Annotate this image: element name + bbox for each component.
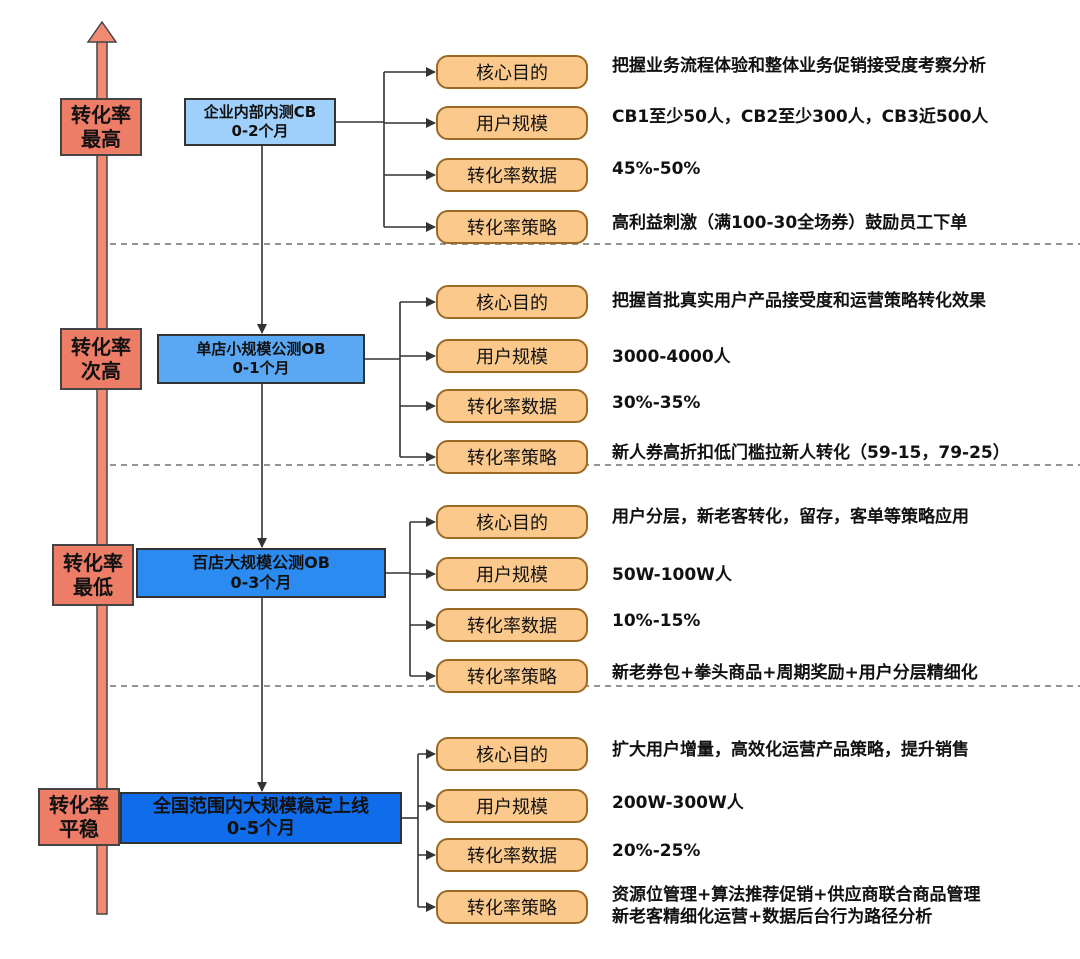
- attribute-pill: 核心目的: [436, 285, 588, 319]
- attribute-value-line: 50W-100W人: [612, 565, 732, 585]
- attribute-value-line: 扩大用户增量，高效化运营产品策略，提升销售: [612, 740, 969, 760]
- attribute-value-line: 用户分层，新老客转化，留存，客单等策略应用: [612, 507, 969, 527]
- attribute-pill: 转化率数据: [436, 389, 588, 423]
- attribute-value-line: 3000-4000人: [612, 347, 731, 367]
- attribute-value-line: 10%-15%: [612, 611, 701, 631]
- tag-line: 最高: [81, 127, 121, 151]
- attribute-pill: 用户规模: [436, 106, 588, 140]
- conversion-level-tag: 转化率平稳: [38, 788, 120, 846]
- conversion-axis: [86, 20, 118, 915]
- attribute-pill: 转化率数据: [436, 158, 588, 192]
- tag-line: 转化率: [71, 335, 131, 359]
- attribute-value: CB1至少50人，CB2至少300人，CB3近500人: [612, 106, 988, 128]
- attribute-value: 10%-15%: [612, 610, 700, 632]
- attribute-pill: 核心目的: [436, 737, 588, 771]
- attribute-value-line: 资源位管理+算法推荐促销+供应商联合商品管理: [612, 885, 981, 905]
- tag-line: 次高: [81, 359, 121, 383]
- attribute-pill: 用户规模: [436, 339, 588, 373]
- tag-line: 转化率: [63, 551, 123, 575]
- attribute-value: 200W-300W人: [612, 792, 744, 814]
- attribute-value-line: CB1至少50人，CB2至少300人，CB3近500人: [612, 107, 989, 127]
- stage-title: 百店大规模公测OB: [192, 553, 330, 572]
- tag-line: 转化率: [49, 793, 109, 817]
- attribute-pill: 转化率策略: [436, 440, 588, 474]
- conversion-level-tag: 转化率最低: [52, 544, 134, 606]
- attribute-value-line: 200W-300W人: [612, 793, 744, 813]
- attribute-pill: 转化率策略: [436, 890, 588, 924]
- attribute-pill: 用户规模: [436, 789, 588, 823]
- attribute-value: 高利益刺激（满100-30全场券）鼓励员工下单: [612, 212, 967, 234]
- stage-title: 企业内部内测CB: [203, 103, 317, 122]
- attribute-pill: 转化率数据: [436, 608, 588, 642]
- attribute-value: 资源位管理+算法推荐促销+供应商联合商品管理新老客精细化运营+数据后台行为路径分…: [612, 884, 981, 928]
- attribute-pill: 用户规模: [436, 557, 588, 591]
- attribute-value-line: 20%-25%: [612, 841, 701, 861]
- connector-lines: [257, 67, 436, 912]
- tag-line: 平稳: [59, 817, 99, 841]
- attribute-value-line: 新老客精细化运营+数据后台行为路径分析: [612, 907, 933, 928]
- attribute-value: 把握首批真实用户产品接受度和运营策略转化效果: [612, 290, 986, 312]
- attribute-value-line: 把握首批真实用户产品接受度和运营策略转化效果: [612, 291, 986, 311]
- attribute-value: 45%-50%: [612, 158, 700, 180]
- axis-shaft: [96, 39, 108, 915]
- attribute-value-line: 45%-50%: [612, 159, 701, 179]
- attribute-value-line: 新人券高折扣低门槛拉新人转化（59-15，79-25）: [612, 443, 1010, 463]
- attribute-pill: 核心目的: [436, 55, 588, 89]
- attribute-value: 50W-100W人: [612, 564, 732, 586]
- attribute-value: 30%-35%: [612, 392, 700, 414]
- attribute-value: 新老券包+拳头商品+周期奖励+用户分层精细化: [612, 662, 978, 684]
- attribute-value-line: 30%-35%: [612, 393, 701, 413]
- attribute-pill: 转化率策略: [436, 659, 588, 693]
- attribute-pill: 转化率策略: [436, 210, 588, 244]
- stage-title: 单店小规模公测OB: [196, 340, 326, 359]
- attribute-value: 新人券高折扣低门槛拉新人转化（59-15，79-25）: [612, 442, 1010, 464]
- attribute-value: 把握业务流程体验和整体业务促销接受度考察分析: [612, 55, 986, 77]
- attribute-value: 3000-4000人: [612, 346, 731, 368]
- stage-duration: 0-2个月: [231, 122, 289, 140]
- stage-duration: 0-3个月: [230, 573, 292, 592]
- attribute-value: 用户分层，新老客转化，留存，客单等策略应用: [612, 506, 969, 528]
- tag-line: 最低: [73, 575, 113, 599]
- stage-duration: 0-5个月: [226, 818, 296, 839]
- attribute-value-line: 新老券包+拳头商品+周期奖励+用户分层精细化: [612, 663, 978, 683]
- attribute-value: 20%-25%: [612, 840, 700, 862]
- conversion-level-tag: 转化率次高: [60, 328, 142, 390]
- attribute-value-line: 高利益刺激（满100-30全场券）鼓励员工下单: [612, 213, 968, 233]
- attribute-value-line: 把握业务流程体验和整体业务促销接受度考察分析: [612, 56, 986, 76]
- axis-arrow-head: [86, 20, 118, 43]
- attribute-pill: 转化率数据: [436, 838, 588, 872]
- stage-title: 全国范围内大规模稳定上线: [153, 795, 369, 817]
- attribute-value: 扩大用户增量，高效化运营产品策略，提升销售: [612, 739, 969, 761]
- attribute-pill: 核心目的: [436, 505, 588, 539]
- stage-duration: 0-1个月: [232, 359, 290, 377]
- section-separators: [110, 243, 1080, 687]
- tag-line: 转化率: [71, 103, 131, 127]
- conversion-level-tag: 转化率最高: [60, 98, 142, 156]
